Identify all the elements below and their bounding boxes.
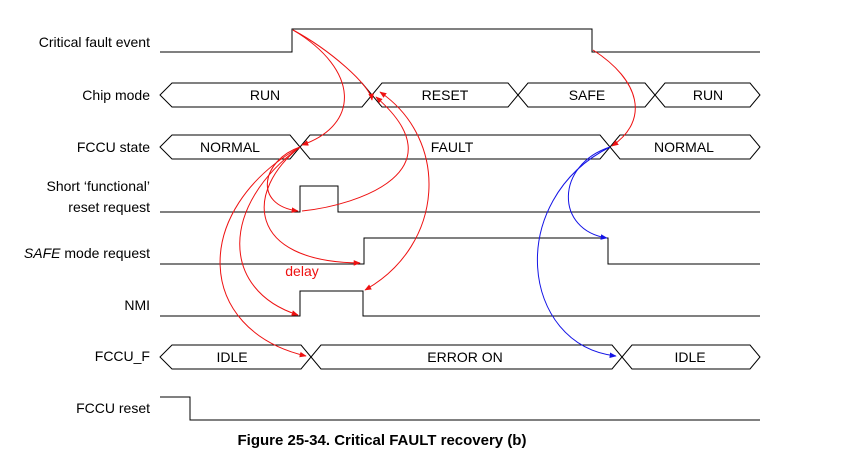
label-fccu-f: FCCU_F [95, 348, 150, 364]
fccu-state-normal-1: NORMAL [200, 139, 260, 155]
label-safe-mode-request: SAFE mode request [24, 245, 150, 261]
chip-mode-run-2: RUN [693, 87, 723, 103]
label-nmi: NMI [124, 297, 150, 313]
chip-mode-reset: RESET [422, 87, 469, 103]
arrow-nmi-chip-reset [364, 91, 430, 291]
arrow-fccu-to-short-reset [267, 146, 301, 213]
wave-safe-mode-request [160, 237, 760, 265]
wave-critical-fault-event [160, 28, 760, 53]
fccu-state-segment-normal-1 [159, 134, 301, 160]
label-safe-italic: SAFE [24, 245, 61, 261]
fccu-f-error-on: ERROR ON [427, 349, 502, 365]
arrow-recovery-to-safe-release [567, 146, 611, 240]
wave-fccu-reset [160, 396, 760, 421]
label-chip-mode: Chip mode [82, 87, 150, 103]
fccu-f-idle-2: IDLE [674, 349, 705, 365]
label-fccu-reset: FCCU reset [76, 400, 150, 416]
arrow-fault-to-fccu-state [292, 29, 345, 146]
fccu-state-fault: FAULT [431, 139, 474, 155]
arrow-short-reset-to-chip-reset [301, 96, 409, 212]
chip-mode-segment-safe [517, 82, 656, 108]
figure-caption: Figure 25-34. Critical FAULT recovery (b… [238, 432, 527, 449]
fccu-f-segment-idle-1 [159, 344, 312, 370]
fccu-f-segment-idle-2 [621, 344, 761, 370]
wave-nmi [160, 290, 760, 317]
label-critical-fault-event: Critical fault event [39, 34, 150, 50]
fccu-f-idle-1: IDLE [216, 349, 247, 365]
chip-mode-safe: SAFE [569, 87, 606, 103]
delay-annotation: delay [285, 263, 318, 279]
arrow-safe-release-to-fccu-normal [592, 49, 636, 147]
arrow-fccu-to-safe-request [263, 146, 361, 266]
fccu-state-normal-2: NORMAL [654, 139, 714, 155]
label-fccu-state: FCCU state [77, 139, 150, 155]
arrow-recovery-to-fccu-f-idle [536, 146, 617, 359]
fccu-f-segment-error-on [310, 344, 623, 370]
chip-mode-run-1: RUN [250, 87, 280, 103]
arrow-fccu-to-fccu-f [219, 146, 307, 358]
label-short-reset-line1: Short ‘functional’ [46, 178, 150, 194]
arrow-fccu-to-nmi [239, 146, 301, 316]
chip-mode-segment-run-2 [654, 82, 761, 108]
label-short-reset-line2: reset request [68, 199, 150, 215]
wave-short-reset-request [160, 185, 760, 213]
label-safe-rest: mode request [61, 245, 151, 261]
